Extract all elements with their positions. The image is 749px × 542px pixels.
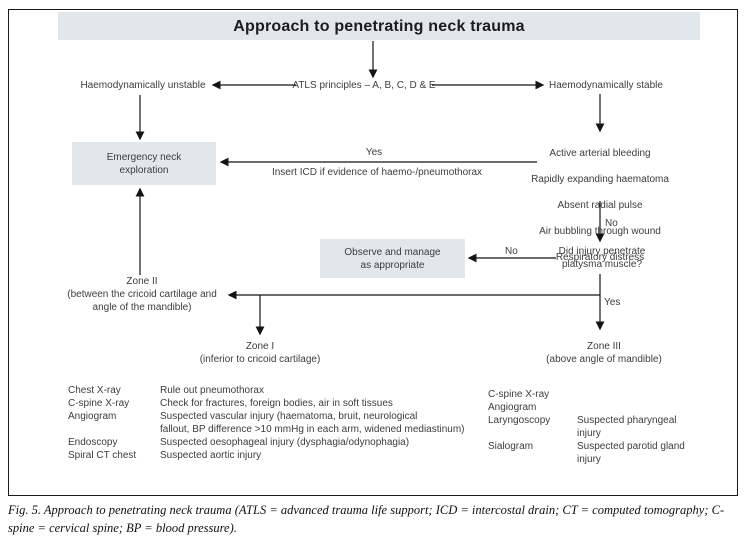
sign-item: Absent radial pulse <box>557 200 643 211</box>
investigation-indication: Rule out pneumothorax <box>160 385 264 396</box>
investigation-name: Chest X-ray <box>68 385 121 396</box>
investigation-name: Sialogram <box>488 441 534 452</box>
investigation-name: Laryngoscopy <box>488 415 551 426</box>
node-platysma-question: Did injury penetrate platysma muscle? <box>558 246 646 270</box>
sign-item: Air bubbling through wound <box>539 226 661 237</box>
table-row: Endoscopy Suspected oesophageal injury (… <box>68 436 505 449</box>
investigation-indication: Suspected aortic injury <box>160 450 262 461</box>
investigation-name: C-spine X-ray <box>488 389 550 400</box>
node-emergency-neck-exploration: Emergency neck exploration <box>72 142 216 185</box>
table-row: Laryngoscopy Suspected pharyngeal injury <box>488 414 707 440</box>
investigation-name: Angiogram <box>488 402 537 413</box>
table-row: Angiogram Suspected vascular injury (hae… <box>68 410 505 436</box>
table-row: C-spine X-ray Check for fractures, forei… <box>68 397 505 410</box>
label-yes-zones: Yes <box>604 297 621 308</box>
sign-item: Respiratory distress <box>555 252 645 263</box>
node-zone-ii: Zone II (between the cricoid cartilage a… <box>67 276 217 313</box>
investigation-indication: Suspected vascular injury (haematoma, br… <box>160 411 465 435</box>
investigation-name: Endoscopy <box>68 437 118 448</box>
diagram-title: Approach to penetrating neck trauma <box>58 12 700 40</box>
table-row: Sialogram Suspected parotid gland injury <box>488 440 707 466</box>
table-row: Chest X-ray Rule out pneumothorax <box>68 384 505 397</box>
node-haemodynamically-unstable: Haemodynamically unstable <box>80 80 206 91</box>
node-danger-signs-list: Active arterial bleeding Rapidly expandi… <box>531 134 669 277</box>
label-no-signs: No <box>605 218 618 229</box>
sign-item: Rapidly expanding haematoma <box>531 174 669 185</box>
investigation-indication: Suspected parotid gland injury <box>577 441 685 465</box>
label-insert-icd-note: Insert ICD if evidence of haemo-/pneumot… <box>271 167 483 178</box>
investigations-table-right: C-spine X-ray Angiogram Laryngoscopy Sus… <box>488 388 707 466</box>
figure-caption: Fig. 5. Approach to penetrating neck tra… <box>8 503 725 535</box>
node-zone-i: Zone I (inferior to cricoid cartilage) <box>199 341 321 365</box>
node-atls-principles: ATLS principles – A, B, C, D & E <box>292 80 436 91</box>
investigation-name: Spiral CT chest <box>68 450 137 461</box>
investigation-indication: Check for fractures, foreign bodies, air… <box>160 398 393 409</box>
node-haemodynamically-stable: Haemodynamically stable <box>549 80 663 91</box>
label-yes-icd: Yes <box>365 147 383 158</box>
label-no-observe: No <box>505 246 518 257</box>
table-row: C-spine X-ray <box>488 388 707 401</box>
investigation-name: C-spine X-ray <box>68 398 130 409</box>
node-observe-and-manage: Observe and manage as appropriate <box>320 239 465 278</box>
node-zone-iii: Zone III (above angle of mandible) <box>546 341 662 365</box>
investigation-indication: Suspected pharyngeal injury <box>577 415 677 439</box>
investigation-indication: Suspected oesophageal injury (dysphagia/… <box>160 437 410 448</box>
diagram-border <box>8 9 738 496</box>
investigation-name: Angiogram <box>68 411 117 422</box>
sign-item: Active arterial bleeding <box>549 148 651 159</box>
table-row: Angiogram <box>488 401 707 414</box>
investigations-table-left: Chest X-ray Rule out pneumothorax C-spin… <box>68 384 505 462</box>
table-row: Spiral CT chest Suspected aortic injury <box>68 449 505 462</box>
